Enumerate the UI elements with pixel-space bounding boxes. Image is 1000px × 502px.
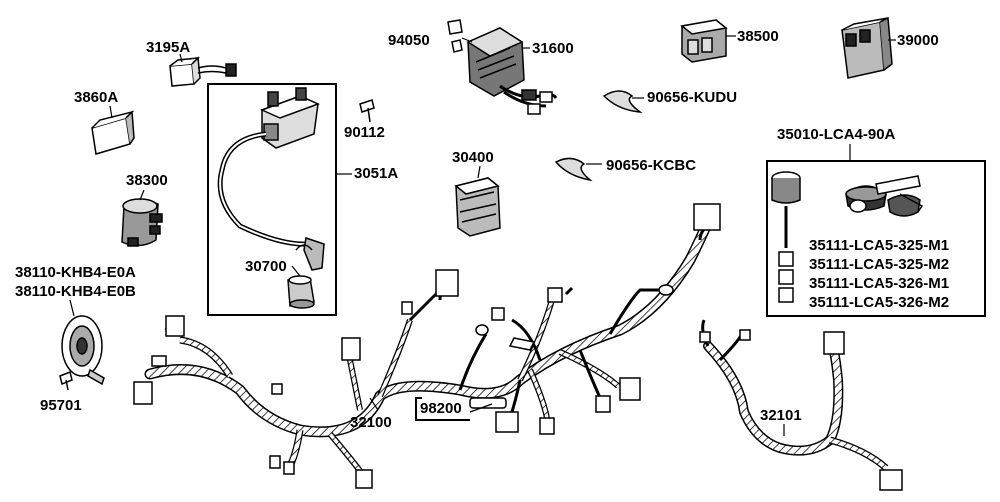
label-98200: 98200 xyxy=(420,400,462,417)
label-39000: 39000 xyxy=(897,32,939,49)
label-35111-326-m1: 35111-LCA5-326-M1 xyxy=(809,275,950,292)
nut-94050 xyxy=(447,19,463,53)
label-35010: 35010-LCA4-90A xyxy=(777,126,896,143)
label-32101: 32101 xyxy=(760,407,802,424)
horn-38110 xyxy=(61,315,105,386)
label-38110-e0a: 38110-KHB4-E0A xyxy=(15,264,136,281)
ignition-coil-3051A xyxy=(217,87,325,271)
fuse-98200 xyxy=(469,397,507,409)
unit-38500 xyxy=(680,19,728,63)
label-90656-kcbc: 90656-KCBC xyxy=(606,157,697,174)
label-94050: 94050 xyxy=(388,32,430,49)
label-3051A: 3051A xyxy=(354,165,399,182)
label-38500: 38500 xyxy=(737,28,779,45)
label-90656-kudu: 90656-KUDU xyxy=(647,89,738,106)
unit-39000 xyxy=(841,16,893,79)
ignition-coil-group-box xyxy=(207,83,337,316)
key-set-group-box xyxy=(766,160,986,317)
label-30700: 30700 xyxy=(245,258,287,275)
label-3860A: 3860A xyxy=(74,89,119,106)
regulator-31600 xyxy=(466,27,558,115)
label-32100: 32100 xyxy=(350,414,392,431)
label-35111-326-m2: 35111-LCA5-326-M2 xyxy=(809,294,950,311)
band-90656-KUDU xyxy=(602,90,643,113)
spark-plug-cap-30700 xyxy=(287,275,315,309)
leader-38110 xyxy=(69,299,75,317)
relay-3860A xyxy=(91,110,135,155)
label-38300: 38300 xyxy=(126,172,168,189)
leader-98200 xyxy=(469,403,493,413)
starter-relay-38300 xyxy=(121,198,163,247)
leader-38300 xyxy=(139,189,145,201)
bolt-95701 xyxy=(59,370,73,391)
band-90656-KCBC xyxy=(554,157,593,182)
label-3195A: 3195A xyxy=(146,39,191,56)
label-35111-325-m1: 35111-LCA5-325-M1 xyxy=(809,237,950,254)
label-38110-e0b: 38110-KHB4-E0B xyxy=(15,283,136,300)
label-35111-325-m2: 35111-LCA5-325-M2 xyxy=(809,256,950,273)
unit-30400 xyxy=(454,177,501,237)
leader-30400 xyxy=(477,165,481,179)
leader-94050 xyxy=(461,37,473,43)
label-31600: 31600 xyxy=(532,40,574,57)
harness-connectors-32100 xyxy=(133,203,721,489)
label-90112: 90112 xyxy=(344,124,385,141)
label-95701: 95701 xyxy=(40,397,82,414)
label-30400: 30400 xyxy=(452,149,494,166)
screw-90112 xyxy=(359,99,375,123)
sub-harness-connectors-32101 xyxy=(699,329,903,491)
leader-32100 xyxy=(369,397,379,411)
leader-3195A xyxy=(179,53,183,63)
leader-3860A xyxy=(109,105,113,119)
leader-30700 xyxy=(291,265,301,277)
connector-3195A xyxy=(169,56,237,87)
key-set-35010 xyxy=(771,171,924,303)
